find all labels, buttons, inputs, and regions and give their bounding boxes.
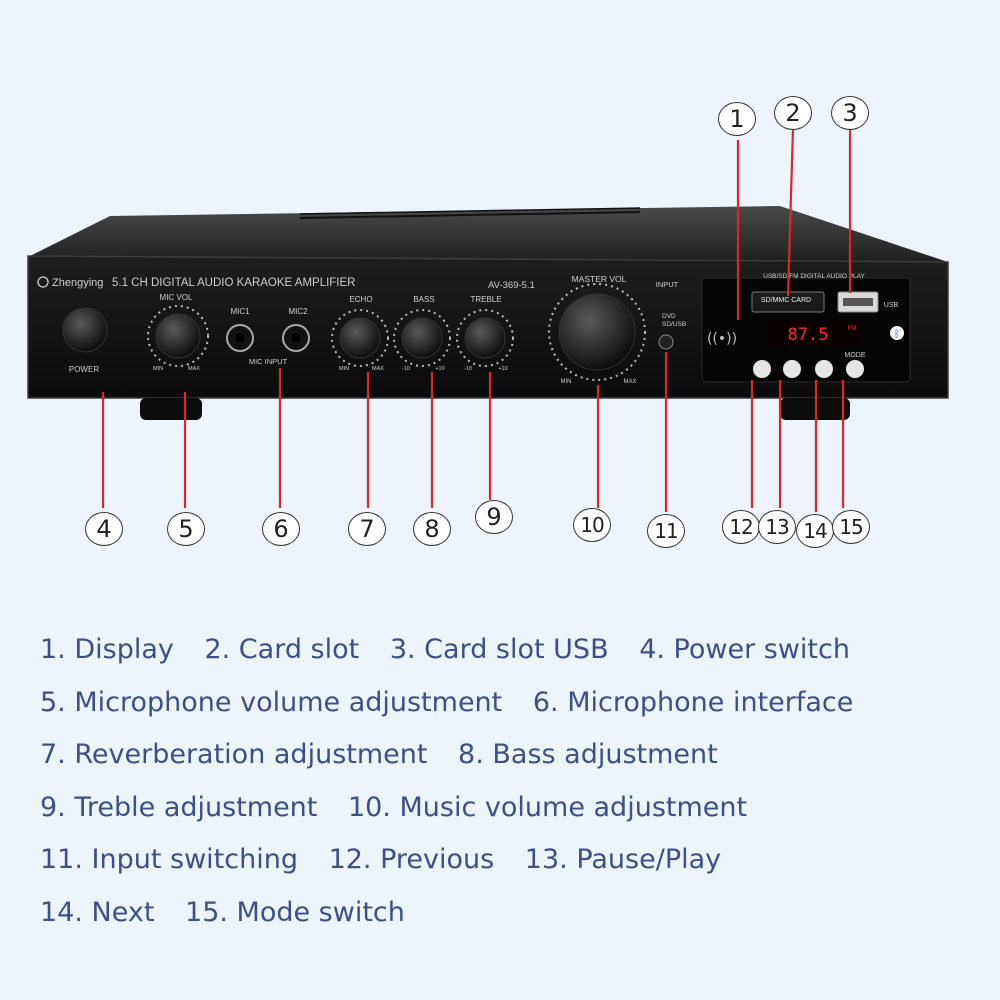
amplifier-scene: ᛒ ((•)) Zhengying 5.1 CH DIGITAL AUDIO K… <box>27 127 949 512</box>
led-display <box>770 320 860 346</box>
play-pause-button <box>783 360 801 378</box>
mic2-label: MIC2 <box>288 307 308 316</box>
legend-item-music-volume: 10. Music volume adjustment <box>347 791 748 823</box>
legend-item-treble: 9. Treble adjustment <box>40 791 318 823</box>
master-min: MIN <box>561 379 572 385</box>
sd-usb-label: SD/USB <box>662 321 686 328</box>
mic-vol-label: MIC VOL <box>160 293 193 302</box>
callout-13: 13 <box>758 510 796 544</box>
bass-plus: +10 <box>435 366 444 372</box>
input-switch <box>658 334 674 350</box>
callout-15: 15 <box>832 510 870 544</box>
legend-item-mode-switch: 15. Mode switch <box>185 896 405 928</box>
prev-button <box>753 360 771 378</box>
bass-label: BASS <box>413 295 434 304</box>
callout-10: 10 <box>573 508 611 542</box>
power-knob <box>62 307 108 353</box>
fm-indicator: FM <box>848 326 857 332</box>
legend-item-next: 14. Next <box>40 896 155 928</box>
chassis-top <box>30 206 948 262</box>
echo-min: MIN <box>339 366 349 372</box>
usb-header-label: USB/SD/FM DIGITAL AUDIO PLAY <box>763 273 865 280</box>
brand-logo: Zhengying <box>52 277 103 289</box>
svg-text:ᛒ: ᛒ <box>894 329 900 340</box>
pointer-2 <box>786 127 795 297</box>
master-vol-label: MASTER VOL <box>572 274 627 284</box>
mic-vol-min: MIN <box>153 366 163 372</box>
legend-item-bass: 8. Bass adjustment <box>458 739 718 770</box>
legend-line: 11. Input switching 12. Previous 13. Pau… <box>40 834 970 887</box>
input-label: INPUT <box>656 280 679 289</box>
legend-item-reverb: 7. Reverberation adjustment <box>40 739 428 770</box>
legend-item-card-slot-usb: 3. Card slot USB <box>389 634 609 665</box>
callout-6: 6 <box>262 512 300 546</box>
callout-8: 8 <box>413 512 451 546</box>
legend-item-input-switching: 11. Input switching <box>40 844 298 875</box>
echo-knob <box>339 317 381 359</box>
led-readout: 87.5 <box>788 325 829 345</box>
callout-11: 11 <box>647 514 685 548</box>
mode-button <box>846 360 864 378</box>
legend-line: 5. Microphone volume adjustment 6. Micro… <box>40 677 970 730</box>
card-slot-label: SD/MMC CARD <box>761 297 811 304</box>
pointer-lines <box>101 127 852 512</box>
treble-knob <box>464 317 506 359</box>
master-vol-knob <box>558 293 636 371</box>
foot-left <box>140 398 202 420</box>
dvd-label: DVD <box>662 313 676 320</box>
treble-label: TREBLE <box>470 295 501 304</box>
master-max: MAX <box>623 379 636 385</box>
legend-item-display: 1. Display <box>40 634 174 665</box>
treble-plus: +10 <box>498 366 507 372</box>
legend-item-power-switch: 4. Power switch <box>639 634 850 665</box>
mic-vol-max: MAX <box>188 366 200 372</box>
next-button <box>815 360 833 378</box>
callout-5: 5 <box>167 512 205 546</box>
usb-label: USB <box>884 302 899 309</box>
device-title: 5.1 CH DIGITAL AUDIO KARAOKE AMPLIFIER <box>112 277 355 289</box>
legend-line: 9. Treble adjustment 10. Music volume ad… <box>40 782 970 835</box>
callout-7: 7 <box>348 512 386 546</box>
ir-sensor-icon: ((•)) <box>707 331 737 347</box>
callout-2: 2 <box>774 96 812 130</box>
legend-line: 7. Reverberation adjustment 8. Bass adju… <box>40 729 970 782</box>
legend-item-mic-interface: 6. Microphone interface <box>532 686 854 718</box>
mic-input-label: MIC INPUT <box>249 357 288 366</box>
callout-12: 12 <box>722 510 760 544</box>
vent-slots <box>299 207 641 219</box>
legend: 1. Display 2. Card slot 3. Card slot USB… <box>40 624 970 939</box>
legend-item-previous: 12. Previous <box>328 844 495 875</box>
callout-1: 1 <box>718 102 756 136</box>
callout-14: 14 <box>796 514 834 548</box>
bass-knob <box>401 317 443 359</box>
treble-minus: -10 <box>464 366 472 372</box>
callout-4: 4 <box>85 512 123 546</box>
mode-label: MODE <box>845 352 866 359</box>
legend-item-pause-play: 13. Pause/Play <box>524 844 722 875</box>
power-label: POWER <box>69 365 99 374</box>
legend-item-mic-volume: 5. Microphone volume adjustment <box>40 686 503 718</box>
bass-minus: -10 <box>402 366 410 372</box>
legend-line: 14. Next 15. Mode switch <box>40 887 970 940</box>
echo-max: MAX <box>372 366 384 372</box>
bluetooth-icon <box>890 326 904 340</box>
legend-item-card-slot: 2. Card slot <box>204 634 360 665</box>
model-number: AV-369-5.1 <box>488 280 535 291</box>
legend-line: 1. Display 2. Card slot 3. Card slot USB… <box>40 624 970 677</box>
mic1-label: MIC1 <box>230 307 250 316</box>
echo-label: ECHO <box>349 295 372 304</box>
callout-3: 3 <box>831 96 869 130</box>
mic-vol-knob <box>155 313 201 359</box>
callout-9: 9 <box>475 500 513 534</box>
